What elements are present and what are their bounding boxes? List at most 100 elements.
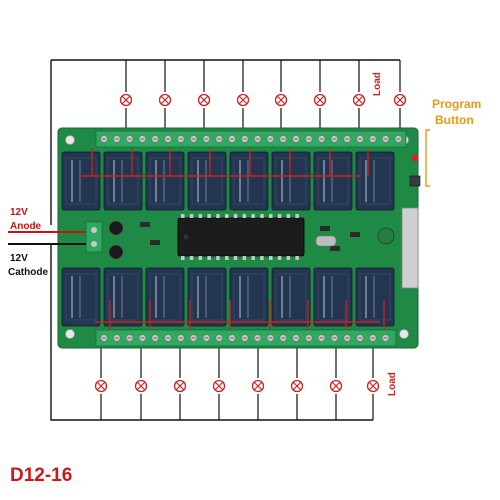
- relay-body: [61, 151, 101, 211]
- ic-pin: [207, 214, 211, 218]
- terminal-block-top: [95, 130, 407, 148]
- ic-pin: [242, 214, 247, 218]
- relay-face: [233, 273, 265, 321]
- load-icon-bottom: [290, 379, 304, 393]
- ic-pin: [295, 256, 299, 260]
- load-icon-bottom: [329, 379, 343, 393]
- ic-pin: [225, 256, 229, 260]
- load-cross: [200, 96, 208, 104]
- load-cross: [215, 382, 223, 390]
- load-cross: [355, 96, 363, 104]
- load-icon-bottom: [173, 379, 187, 393]
- relay-bottom: [61, 267, 101, 327]
- load-icon-bottom: [94, 379, 108, 393]
- load-cross: [239, 96, 247, 104]
- smd-component: [330, 246, 340, 251]
- load-icon-bottom: [212, 379, 226, 393]
- ic-pin: [251, 214, 255, 218]
- relay-face: [359, 273, 391, 321]
- relay-body: [229, 151, 269, 211]
- relay-top: [61, 151, 101, 211]
- relay-face: [275, 273, 307, 321]
- relay-face: [107, 273, 139, 321]
- relay-body: [313, 151, 353, 211]
- cathode-voltage-label: 12V: [10, 253, 28, 264]
- load-icon-bottom: [366, 379, 380, 393]
- mounting-hole: [399, 329, 409, 339]
- rf-module: [401, 207, 419, 289]
- terminal-screw: [91, 227, 97, 233]
- load-cross: [161, 96, 169, 104]
- relay-body: [229, 267, 269, 327]
- ic-pin: [181, 214, 185, 218]
- relay-bottom: [103, 267, 143, 327]
- capacitor: [108, 220, 124, 236]
- terminal-screw: [91, 241, 97, 247]
- load-icon-top: [236, 93, 250, 107]
- relay-face: [233, 157, 265, 205]
- load-cross: [396, 96, 404, 104]
- load-cross: [293, 382, 301, 390]
- ic-pin: [286, 214, 291, 218]
- relay-body: [61, 267, 101, 327]
- relay-top: [145, 151, 185, 211]
- relay-body: [271, 151, 311, 211]
- smd-component: [150, 240, 160, 245]
- relay-face: [149, 273, 181, 321]
- relay-top: [229, 151, 269, 211]
- ic-pin: [189, 214, 194, 218]
- load-cross: [369, 382, 377, 390]
- relay-face: [149, 157, 181, 205]
- relay-top: [103, 151, 143, 211]
- ic-pin: [277, 256, 282, 260]
- ic-pin: [260, 256, 264, 260]
- ic-pin: [181, 256, 185, 260]
- relay-bottom: [271, 267, 311, 327]
- frame-bottom-wire: [50, 245, 373, 421]
- relay-face: [359, 157, 391, 205]
- smd-component: [140, 222, 150, 227]
- mounting-hole: [65, 329, 75, 339]
- relay-body: [145, 267, 185, 327]
- load-icon-top: [119, 93, 133, 107]
- program-button-bracket: [425, 129, 430, 187]
- load-icon-top: [313, 93, 327, 107]
- smd-component: [350, 232, 360, 237]
- relay-face: [65, 273, 97, 321]
- ic-pin: [286, 256, 291, 260]
- relay-face: [107, 157, 139, 205]
- relay-bottom: [313, 267, 353, 327]
- relay-face: [275, 157, 307, 205]
- relay-body: [187, 267, 227, 327]
- load-cross: [316, 96, 324, 104]
- load-cross: [332, 382, 340, 390]
- smd-component: [320, 226, 330, 231]
- relay-body: [355, 267, 395, 327]
- load-cross: [277, 96, 285, 104]
- ic-notch: [183, 234, 189, 240]
- relay-body: [355, 151, 395, 211]
- terminal-strip: [95, 130, 407, 148]
- relay-face: [317, 273, 349, 321]
- anode-voltage-label: 12V: [10, 207, 28, 218]
- load-cross: [137, 382, 145, 390]
- ic-body: [177, 217, 305, 257]
- rf-coil: [377, 227, 395, 245]
- relay-body: [271, 267, 311, 327]
- microcontroller-ic: [177, 214, 305, 260]
- load-icon-top: [393, 93, 407, 107]
- ic-pin: [189, 256, 194, 260]
- load-cross: [122, 96, 130, 104]
- program-button-label: Program: [432, 97, 482, 111]
- relay-body: [103, 151, 143, 211]
- program-button-label-line2: Button: [435, 113, 474, 127]
- ic-pin: [295, 214, 299, 218]
- load-label-bottom: Load: [387, 372, 398, 396]
- relay-face: [317, 157, 349, 205]
- power-terminal: [85, 221, 103, 253]
- ic-pin: [269, 256, 273, 260]
- program-button: [409, 175, 421, 187]
- capacitor: [108, 244, 124, 260]
